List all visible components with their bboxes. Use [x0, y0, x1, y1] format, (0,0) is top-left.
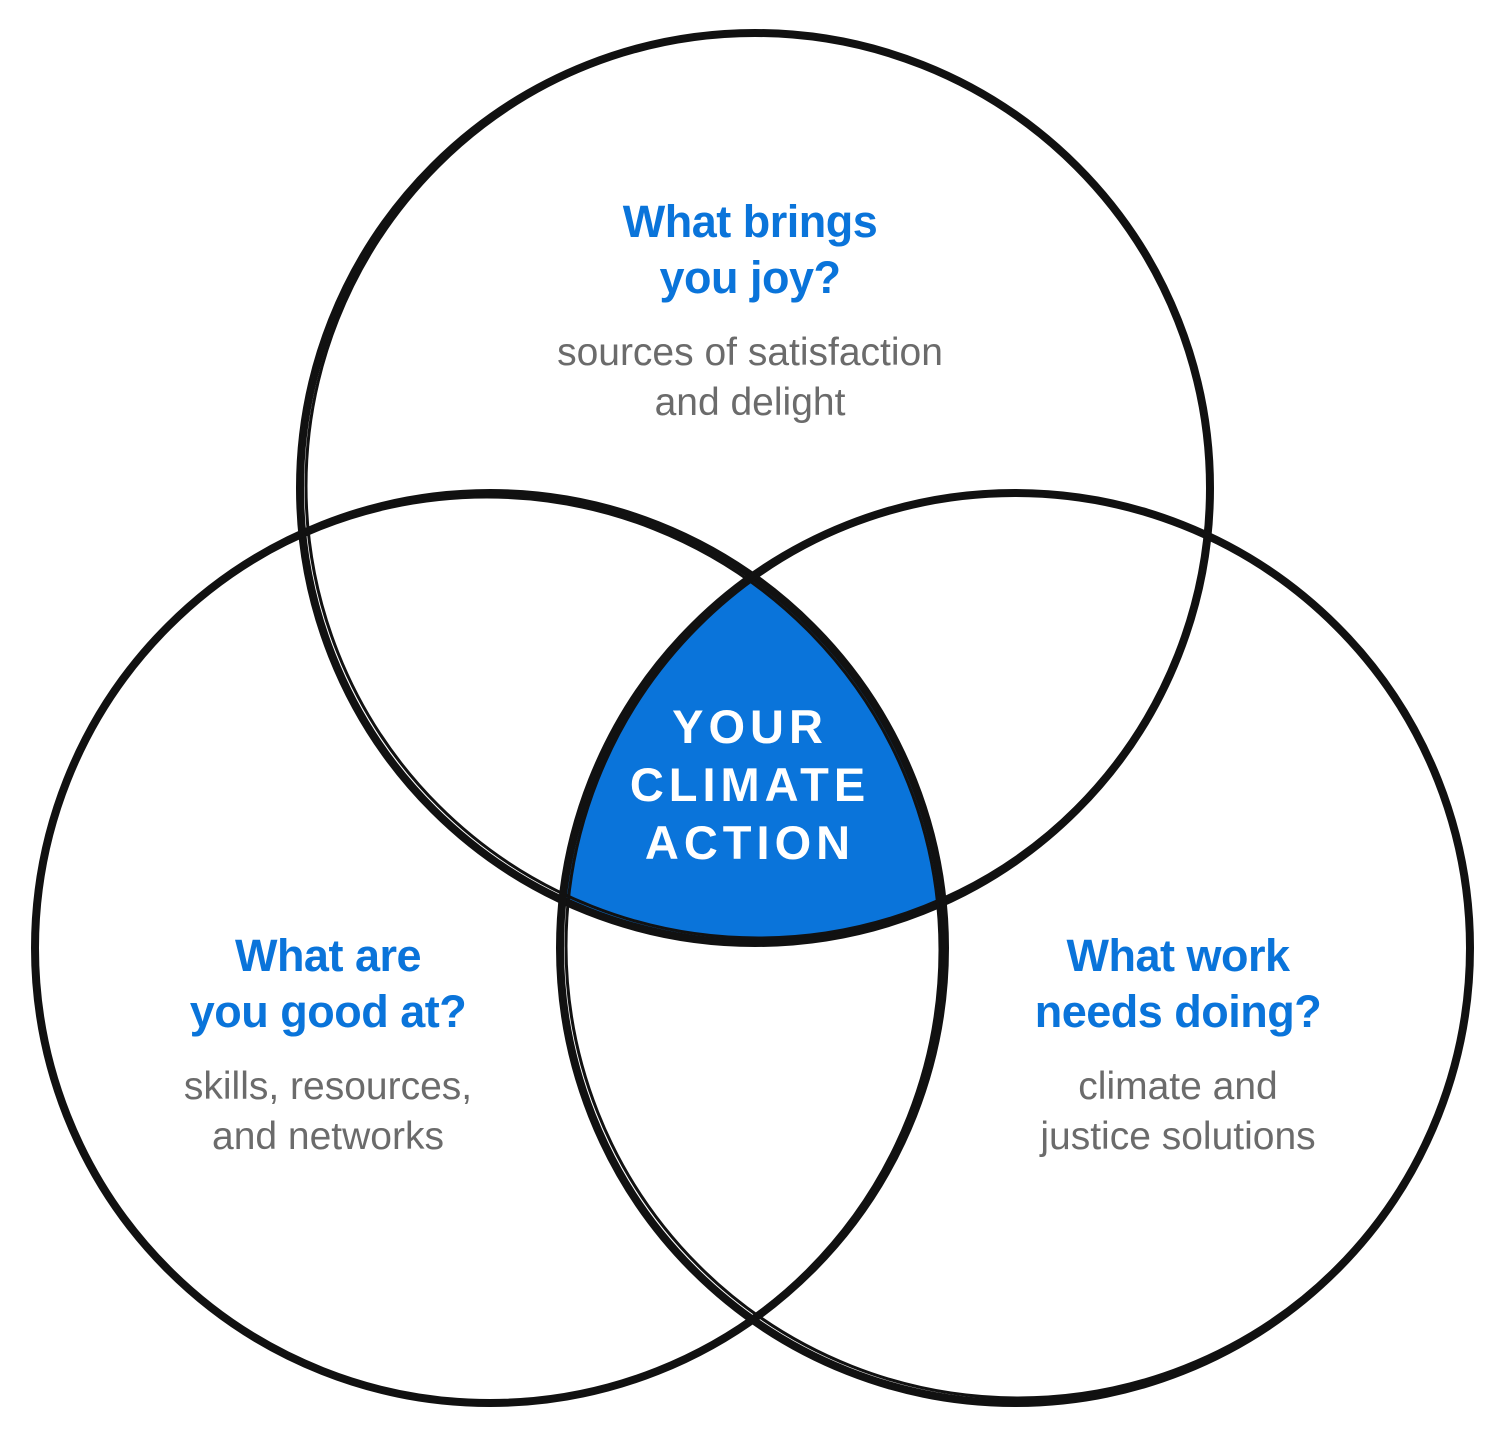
description-line: sources of satisfaction: [557, 331, 943, 374]
question-line: What work: [1066, 930, 1290, 981]
center-line: YOUR: [672, 700, 828, 753]
description-line: and networks: [212, 1115, 444, 1158]
right-circle-question: What work needs doing?: [978, 928, 1378, 1040]
top-circle-description: sources of satisfaction and delight: [500, 328, 1000, 428]
question-line: needs doing?: [1034, 986, 1322, 1037]
left-circle-sketch-stroke: [32, 495, 942, 1405]
center-line: CLIMATE: [629, 758, 871, 811]
left-circle-question: What are you good at?: [128, 928, 528, 1040]
top-circle-label: What brings you joy? sources of satisfac…: [500, 194, 1000, 428]
description-line: justice solutions: [1040, 1115, 1316, 1158]
center-intersection-label: YOUR CLIMATE ACTION: [600, 698, 900, 872]
left-circle-label: What are you good at? skills, resources,…: [128, 928, 528, 1162]
right-circle-sketch-stroke: [564, 492, 1472, 1400]
center-line: ACTION: [644, 816, 856, 869]
description-line: and delight: [654, 381, 846, 424]
top-circle-sketch-stroke: [304, 32, 1212, 940]
center-intersection-fill: [560, 493, 945, 943]
right-circle-description: climate and justice solutions: [978, 1062, 1378, 1162]
top-circle-question: What brings you joy?: [500, 194, 1000, 306]
right-circle-label: What work needs doing? climate and justi…: [978, 928, 1378, 1162]
description-line: climate and: [1078, 1065, 1278, 1108]
question-line: What brings: [622, 196, 878, 247]
question-line: you joy?: [659, 252, 841, 303]
question-line: you good at?: [189, 986, 467, 1037]
description-line: skills, resources,: [183, 1065, 473, 1108]
left-circle-description: skills, resources, and networks: [128, 1062, 528, 1162]
question-line: What are: [234, 930, 422, 981]
